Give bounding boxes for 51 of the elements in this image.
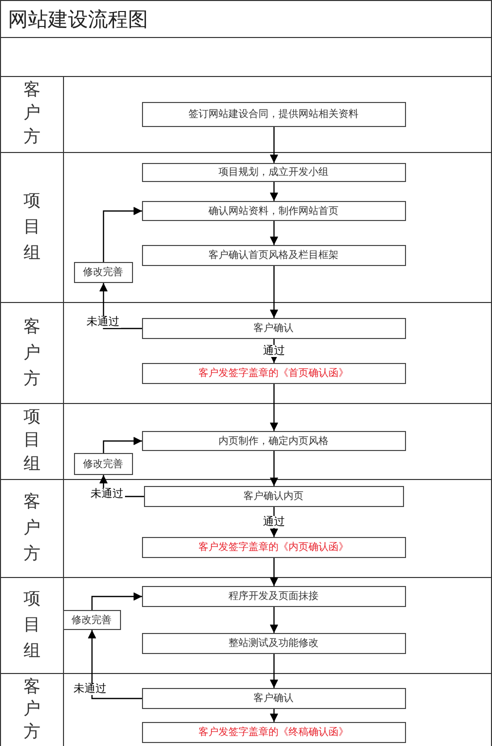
process-box: 整站测试及功能修改 [142,632,406,654]
arrow [270,607,278,633]
process-box: 客户确认内页 [144,486,404,506]
edge-label: 未通过 [90,488,124,500]
swimlane [0,577,492,674]
swimlane [0,302,492,404]
swimlane [0,673,492,746]
swimlane [0,152,492,303]
arrow [270,221,278,245]
process-box: 修改完善 [74,262,132,282]
arrow [270,182,278,201]
process-box: 客户确认 [142,318,406,338]
lane-label: 客户方 [23,79,41,149]
arrow [88,630,142,700]
process-box: 客户确认首页风格及栏目框架 [142,244,406,266]
arrow [102,206,142,262]
lane-label: 客户方 [23,491,41,566]
arrow [270,558,278,586]
process-box: 客户发签字盖章的《终稿确认函》 [142,722,406,742]
lane-label: 客户方 [23,676,41,743]
arrow [270,451,278,486]
process-box: 修改完善 [62,610,120,630]
arrow [270,709,278,722]
lane-label: 项目组 [23,406,41,476]
arrow [270,266,278,318]
swimlane [0,403,492,480]
edge-label: 未通过 [72,683,108,695]
process-box: 客户发签字盖章的《内页确认函》 [142,536,406,558]
lane-label: 项目组 [23,190,41,265]
title: 网站建设流程图 [0,0,492,38]
arrow [270,507,278,537]
process-box: 客户确认 [142,688,406,708]
process-box: 项目规划，成立开发小组 [142,162,406,182]
process-box: 程序开发及页面抹接 [142,586,406,606]
lane-label: 项目组 [23,588,41,663]
lane-label: 客户方 [23,316,41,390]
process-box: 内页制作，确定内页风格 [142,430,406,450]
process-box: 客户发签字盖章的《首页确认函》 [142,362,406,384]
process-box: 修改完善 [74,452,132,474]
edge-label: 通过 [262,345,286,357]
arrow [270,654,278,688]
arrow [270,384,278,431]
edge-label: 未通过 [86,316,120,328]
swimlane [0,479,492,578]
process-box: 确认网站资料，制作网站首页 [142,200,406,220]
swimlane [0,76,492,153]
edge-label: 通过 [262,516,286,528]
arrow [270,127,278,163]
arrow [91,592,142,610]
arrow [102,436,142,453]
process-box: 签订网站建设合同，提供网站相关资料 [142,102,406,126]
